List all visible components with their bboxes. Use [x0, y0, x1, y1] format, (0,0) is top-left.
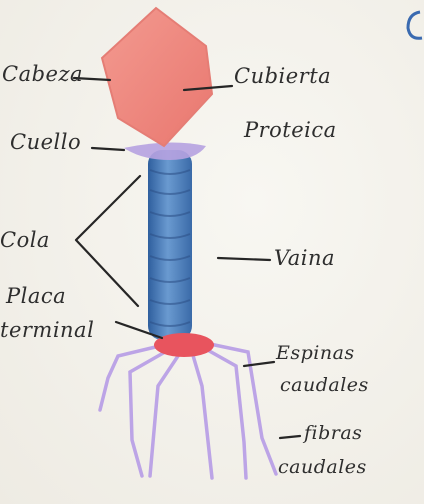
partial-letter-fragment — [408, 12, 422, 38]
tail-fiber — [192, 352, 212, 478]
label-espinas-line2: caudales — [280, 376, 369, 395]
label-vaina: Vaina — [274, 248, 335, 269]
label-cabeza: Cabeza — [2, 64, 83, 85]
label-fibras-line1: fibras — [304, 424, 362, 443]
leader-cuello — [92, 148, 124, 150]
tail-sheath — [148, 150, 192, 340]
tail-fibers — [100, 344, 276, 478]
label-cubierta-line1: Cubierta — [234, 66, 331, 87]
head-capsid — [102, 8, 212, 146]
label-placa-line2: terminal — [0, 320, 94, 341]
leader-fibras — [280, 436, 300, 438]
base-plate — [154, 333, 214, 357]
label-cuello: Cuello — [10, 132, 81, 153]
label-cola: Cola — [0, 230, 50, 251]
label-placa-line1: Placa — [6, 286, 66, 307]
label-espinas-line1: Espinas — [276, 344, 355, 363]
tail-fiber — [150, 350, 182, 476]
leader-vaina — [218, 258, 270, 260]
label-fibras-line2: caudales — [278, 458, 367, 477]
leader-cola — [76, 176, 140, 306]
label-cubierta-line2: Proteica — [244, 120, 337, 141]
